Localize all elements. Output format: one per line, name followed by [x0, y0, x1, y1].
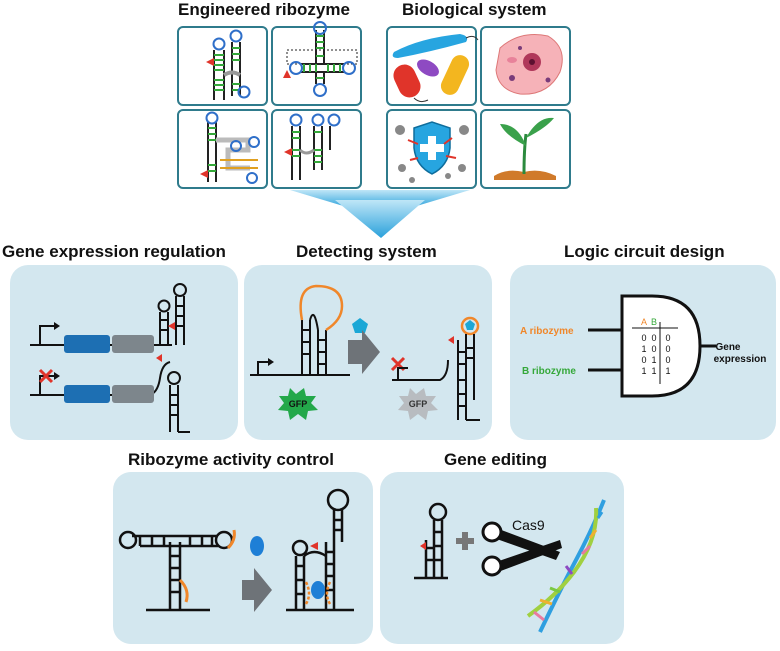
ligand-ellipse — [250, 536, 264, 556]
input-a-label: A ribozyme — [520, 326, 574, 337]
detecting-system-title: Detecting system — [296, 242, 437, 261]
truth-cell: 0 — [665, 333, 670, 343]
truth-cell: 1 — [651, 355, 656, 365]
ribozyme-structure-2 — [286, 21, 358, 97]
reporter-block-lower — [112, 385, 154, 403]
truth-cell: 0 — [651, 344, 656, 354]
cas9-label: Cas9 — [512, 517, 545, 533]
ribozyme-hairpin-lower — [167, 371, 190, 433]
gfp-off-label: GFP — [409, 399, 428, 409]
ribozyme-structure-3 — [205, 111, 260, 184]
gene-expression-diagram — [30, 283, 190, 433]
and-gate-body — [620, 294, 702, 398]
detecting-system-diagram — [250, 284, 480, 421]
immune-shield-illustration — [395, 121, 469, 183]
cell-illustration — [495, 34, 563, 95]
ribozyme-structure-1 — [212, 29, 251, 100]
truth-header-a: A — [641, 317, 647, 327]
ribozyme-structure-4 — [289, 113, 341, 180]
aptamer-ribozyme-on — [457, 316, 480, 421]
ribozyme-tile-3 — [177, 109, 268, 189]
truth-cell: 1 — [665, 366, 670, 376]
gene-editing-title: Gene editing — [444, 450, 547, 469]
truth-cell: 0 — [641, 355, 646, 365]
editing-ribozyme — [414, 502, 448, 580]
converging-arrow — [290, 190, 470, 208]
process-arrow-activity — [242, 568, 272, 612]
truth-header-b: B — [651, 317, 657, 327]
bacteria-illustration — [392, 34, 479, 103]
ribozyme-activity-control-title: Ribozyme activity control — [128, 450, 334, 469]
gfp-off-burst — [398, 388, 438, 420]
ligand-pentagon — [352, 318, 368, 333]
ribozyme-active-structure — [286, 488, 354, 612]
plus-icon — [456, 532, 474, 550]
truth-cell: 0 — [651, 333, 656, 343]
biological-system-title: Biological system — [402, 0, 547, 19]
ligand-bound — [465, 320, 475, 330]
gfp-on-burst — [278, 388, 318, 420]
engineered-ribozyme-title: Engineered ribozyme — [178, 0, 350, 19]
output-label-line1: Gene — [715, 342, 740, 353]
gene-expression-regulation-title: Gene expression regulation — [2, 242, 226, 261]
truth-cell: 0 — [641, 333, 646, 343]
truth-cell: 1 — [641, 366, 646, 376]
gfp-on-label: GFP — [289, 399, 308, 409]
gene-block-lower — [64, 385, 110, 403]
gene-editing-diagram — [414, 499, 606, 633]
truth-cell: 0 — [665, 344, 670, 354]
aptamer-ribozyme-off — [299, 284, 344, 375]
reporter-block-upper — [112, 335, 154, 353]
ribozyme-activity-diagram — [118, 530, 234, 612]
ribozyme-hairpin-upper — [157, 283, 187, 345]
truth-cell: 1 — [641, 344, 646, 354]
truth-cell: 0 — [665, 355, 670, 365]
truth-table: 0 0 0 1 0 0 0 1 0 1 1 1 — [641, 333, 670, 376]
plant-sprout-illustration — [494, 117, 556, 180]
logic-circuit-design-title: Logic circuit design — [564, 242, 725, 261]
gene-block-upper — [64, 335, 110, 353]
and-gate-diagram — [588, 294, 716, 398]
input-b-label: B ribozyme — [522, 366, 576, 377]
process-arrow-detect — [348, 330, 380, 374]
scissors-icon — [481, 521, 562, 577]
truth-cell: 1 — [651, 366, 656, 376]
promoter-arrow-lower — [39, 375, 56, 395]
blocked-mark-lower — [38, 368, 54, 384]
dna-helix-icon — [526, 499, 606, 633]
promoter-arrow-upper — [39, 325, 56, 345]
ribozyme-activity-panel — [113, 472, 373, 644]
output-label-line2: expression — [714, 354, 767, 365]
